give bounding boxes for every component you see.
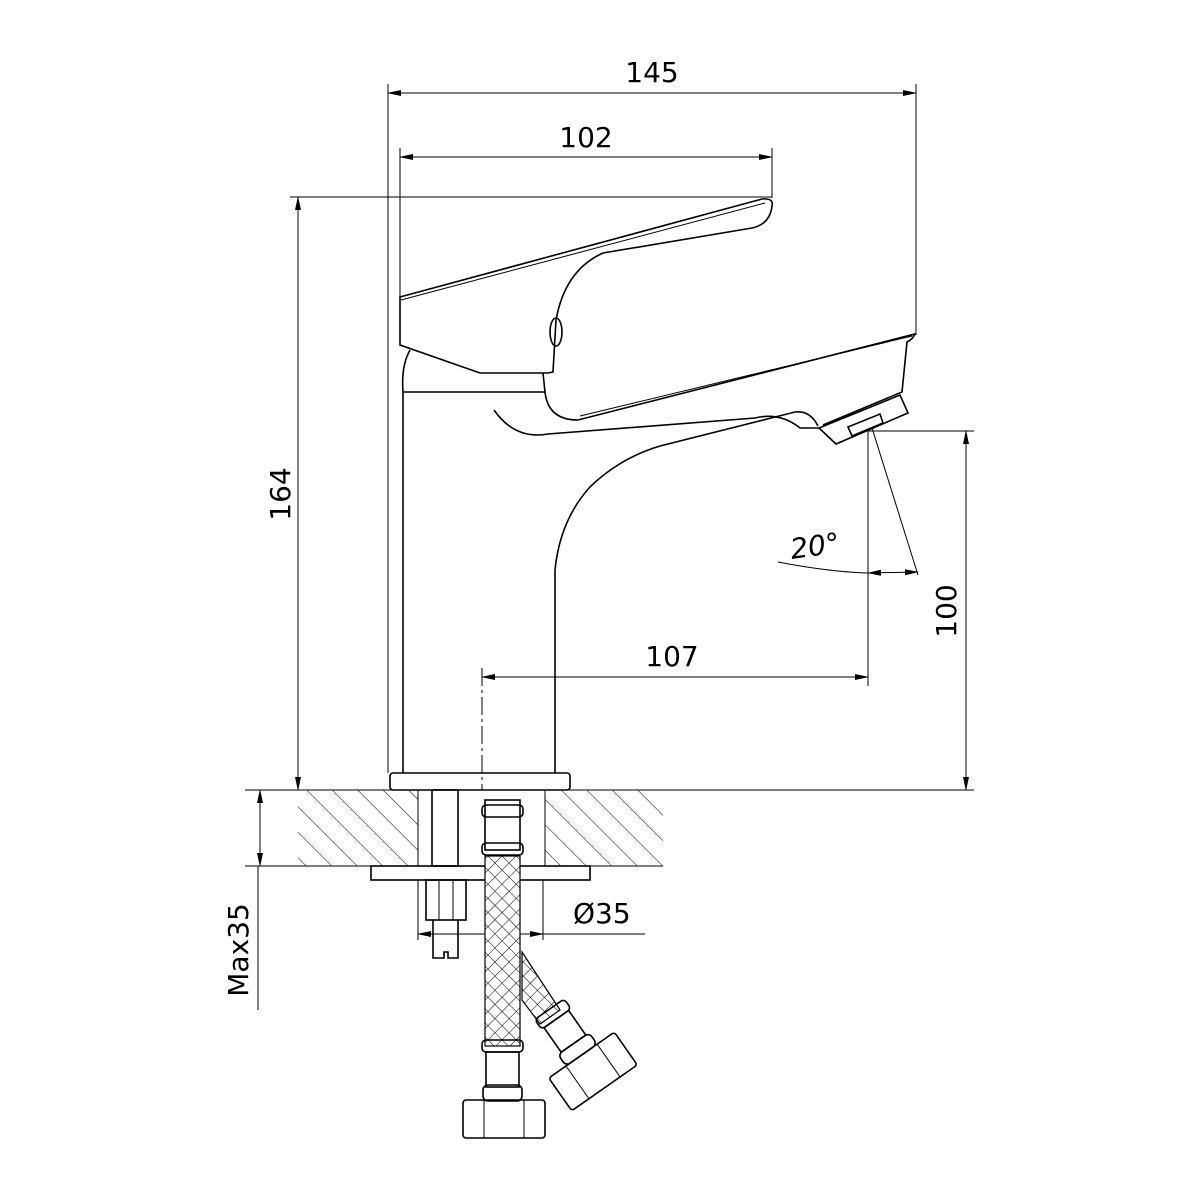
hose-nut-angled-icon [549,1032,637,1111]
handle-screw-icon [549,317,563,347]
hose-nut-icon [462,1099,546,1139]
dimension-max-thickness: Max35 [222,789,263,1010]
supply-hoses [462,799,637,1139]
fixing-nut-icon [425,879,467,921]
dimension-overall-width: 145 [387,56,917,773]
dimension-label-102: 102 [559,121,612,154]
dimension-spout-reach: 107 [481,431,869,790]
dimension-overall-height: 164 [264,196,772,791]
dimension-spout-height: 100 [245,430,974,791]
dimension-label-max35: Max35 [222,903,255,997]
mounting-hardware [370,789,591,959]
dimension-label-100: 100 [930,584,963,637]
dimension-handle-length: 102 [399,121,773,297]
dimension-label-d35: Ø35 [573,897,631,930]
dimension-label-145: 145 [625,56,678,89]
dimension-label-20deg: 20° [788,526,842,566]
dimension-label-107: 107 [645,640,698,673]
dimension-spout-angle: 20° [777,427,919,576]
dimension-hole-diameter: Ø35 [417,880,645,940]
countertop-section [245,790,663,867]
dimension-label-164: 164 [264,467,297,520]
faucet-body [389,198,917,791]
